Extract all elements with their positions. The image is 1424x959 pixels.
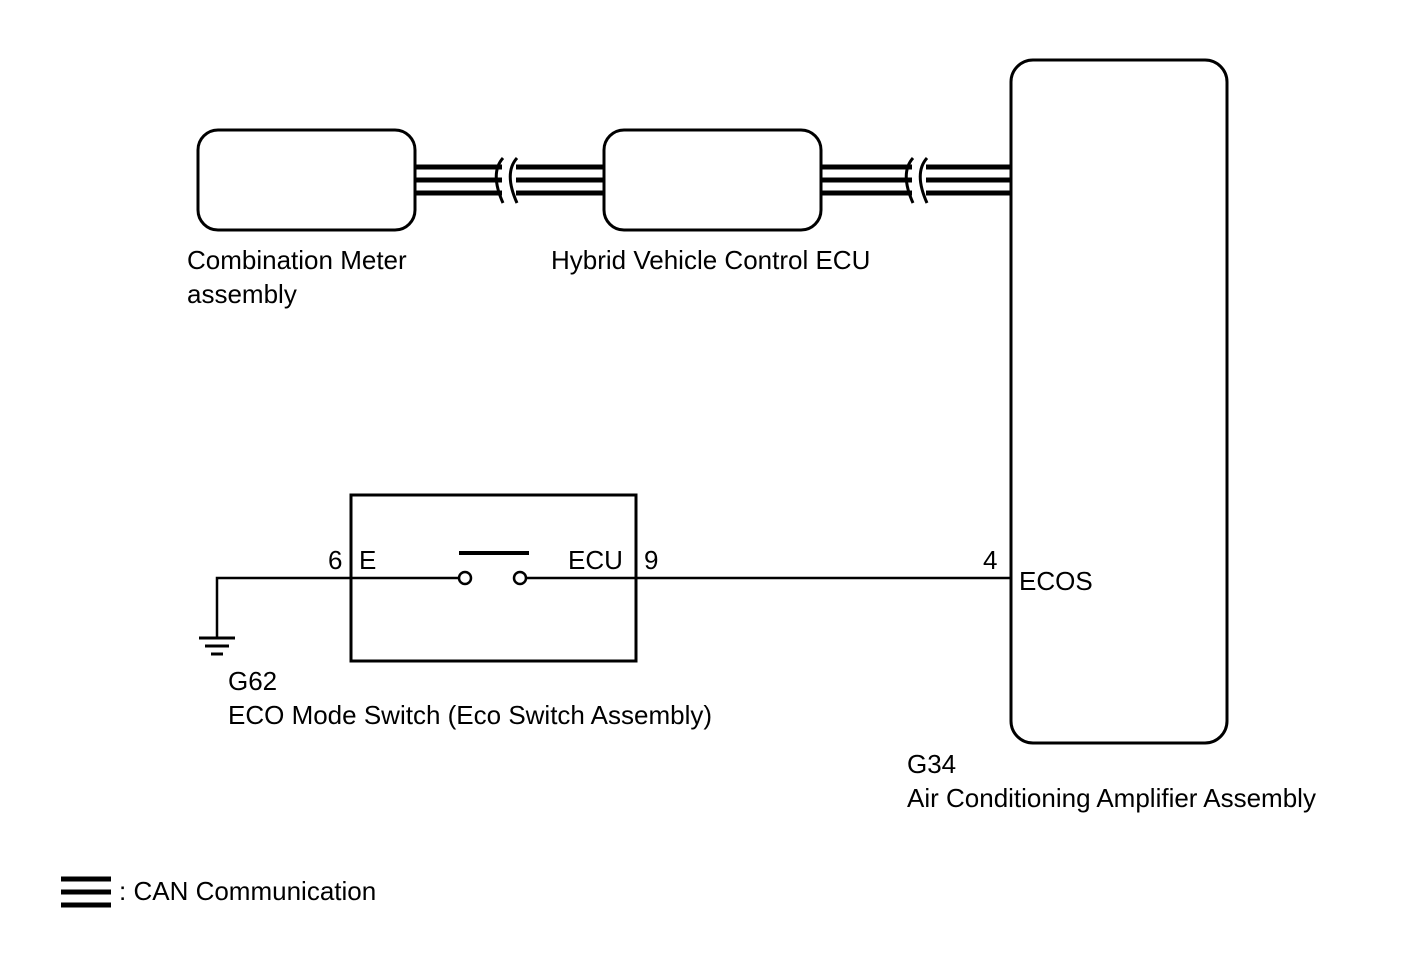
combination-meter-box xyxy=(196,128,417,232)
can-bus-break-2 xyxy=(904,156,929,204)
can-legend-label: : CAN Communication xyxy=(119,876,377,906)
ground-wire xyxy=(215,576,351,638)
combination-meter-label-line2: assembly xyxy=(187,279,297,309)
ac-amplifier-box xyxy=(1009,58,1229,745)
hybrid-ecu-box xyxy=(602,128,823,232)
can-bus-segment-1 xyxy=(415,164,604,196)
ac-amplifier-name: Air Conditioning Amplifier Assembly xyxy=(907,783,1316,813)
eco-switch-name: ECO Mode Switch (Eco Switch Assembly) xyxy=(228,700,713,730)
eco-switch-left-pin: 6 xyxy=(328,545,343,575)
eco-switch-connector: G62 xyxy=(228,666,278,696)
eco-switch-left-terminal: E xyxy=(359,545,377,575)
ac-amplifier-pin: 4 xyxy=(983,545,998,575)
ground-symbol xyxy=(199,636,235,656)
ac-amplifier-terminal: ECOS xyxy=(1019,566,1093,596)
can-bus-segment-2 xyxy=(821,164,1011,196)
combination-meter-label-line1: Combination Meter xyxy=(187,245,407,275)
eco-switch-right-terminal: ECU xyxy=(568,545,623,575)
ac-amplifier-connector: G34 xyxy=(907,749,957,779)
eco-switch-right-pin: 9 xyxy=(644,545,659,575)
hybrid-ecu-label: Hybrid Vehicle Control ECU xyxy=(551,245,871,275)
can-bus-break-1 xyxy=(494,156,519,204)
can-legend-symbol xyxy=(61,876,111,908)
switch-symbol xyxy=(351,551,636,586)
